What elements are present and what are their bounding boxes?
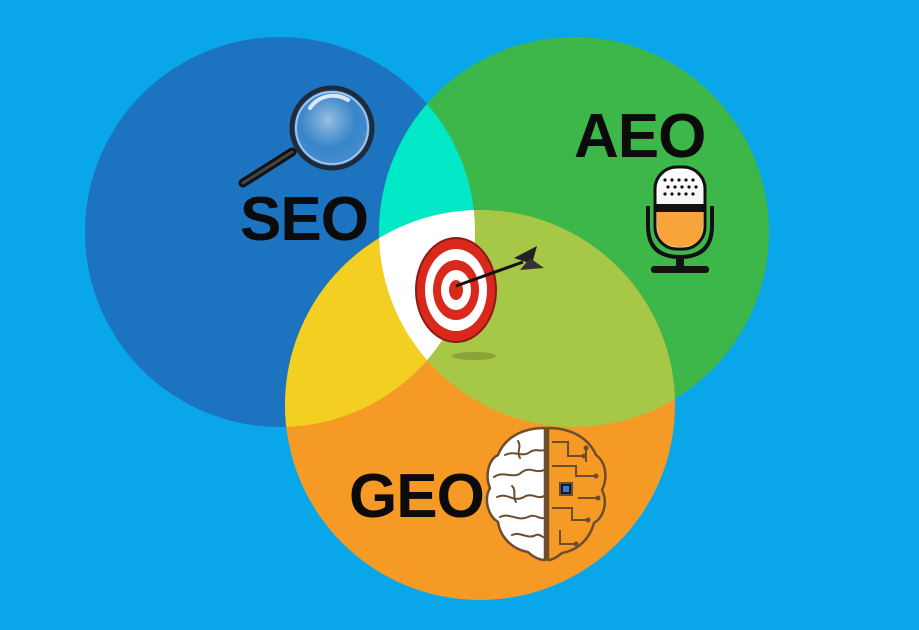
magnifying-glass-icon xyxy=(238,85,375,188)
intersection-seo-geo xyxy=(285,210,475,427)
microphone-icon xyxy=(646,165,714,273)
brain-circuit-icon xyxy=(485,426,607,562)
set-label-aeo: AEO xyxy=(574,102,705,171)
set-label-seo: SEO xyxy=(240,185,368,254)
bullseye-target-icon xyxy=(415,237,544,360)
set-label-geo: GEO xyxy=(349,462,484,531)
